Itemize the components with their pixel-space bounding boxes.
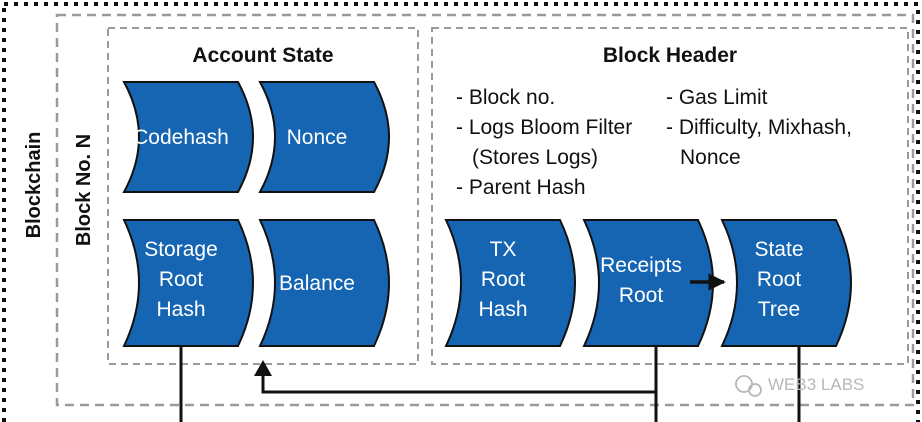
node-label: Balance	[279, 272, 355, 295]
chat-bubble-icon	[748, 383, 762, 397]
receipts-root-node: Receipts Root	[582, 219, 714, 347]
storage-shape	[258, 81, 390, 193]
receipts-to-account-connector	[261, 347, 658, 422]
node-label: TX	[490, 238, 517, 261]
balance-node: Balance	[258, 219, 390, 347]
account-up-arrowhead	[254, 360, 272, 376]
node-label: Codehash	[133, 126, 229, 149]
node-label: Root	[159, 268, 204, 291]
header-field: Nonce	[680, 146, 741, 169]
storage-root-hash-node: Storage Root Hash	[122, 219, 254, 347]
header-fields-left: - Block no. - Logs Bloom Filter (Stores …	[456, 86, 632, 199]
tx-root-hash-node: TX Root Hash	[444, 219, 576, 347]
header-field: - Difficulty, Mixhash,	[666, 116, 852, 139]
node-label: Root	[619, 284, 664, 307]
header-field: (Stores Logs)	[472, 146, 598, 169]
codehash-node: Codehash	[122, 81, 254, 193]
storage-shape	[258, 219, 390, 347]
node-label: Root	[757, 268, 802, 291]
blockchain-label: Blockchain	[23, 132, 45, 239]
storage-shape	[122, 219, 254, 347]
block-header-title: Block Header	[603, 44, 737, 67]
block-boundary	[55, 13, 915, 407]
storage-shape	[122, 81, 254, 193]
header-fields-right: - Gas Limit - Difficulty, Mixhash, Nonce	[666, 86, 852, 169]
block-header-panel	[431, 27, 909, 365]
state-root-tree-node: State Root Tree	[720, 219, 852, 347]
node-label: State	[754, 238, 803, 261]
node-label: Hash	[156, 298, 205, 321]
watermark-text: WEB3 LABS	[768, 375, 864, 394]
block-label: Block No. N	[73, 134, 95, 246]
watermark: WEB3 LABS	[735, 375, 864, 397]
nonce-node: Nonce	[258, 81, 390, 193]
node-label: Tree	[758, 298, 800, 321]
storage-shape	[582, 219, 714, 347]
node-label: Storage	[144, 238, 218, 261]
header-field: - Gas Limit	[666, 86, 768, 109]
header-field: - Logs Bloom Filter	[456, 116, 632, 139]
node-label: Root	[481, 268, 526, 291]
node-label: Hash	[478, 298, 527, 321]
storage-shape	[444, 219, 576, 347]
node-label: Receipts	[600, 254, 682, 277]
account-state-title: Account State	[192, 44, 333, 67]
storage-shape	[720, 219, 852, 347]
header-field: - Block no.	[456, 86, 555, 109]
header-field: - Parent Hash	[456, 176, 586, 199]
node-label: Nonce	[287, 126, 348, 149]
